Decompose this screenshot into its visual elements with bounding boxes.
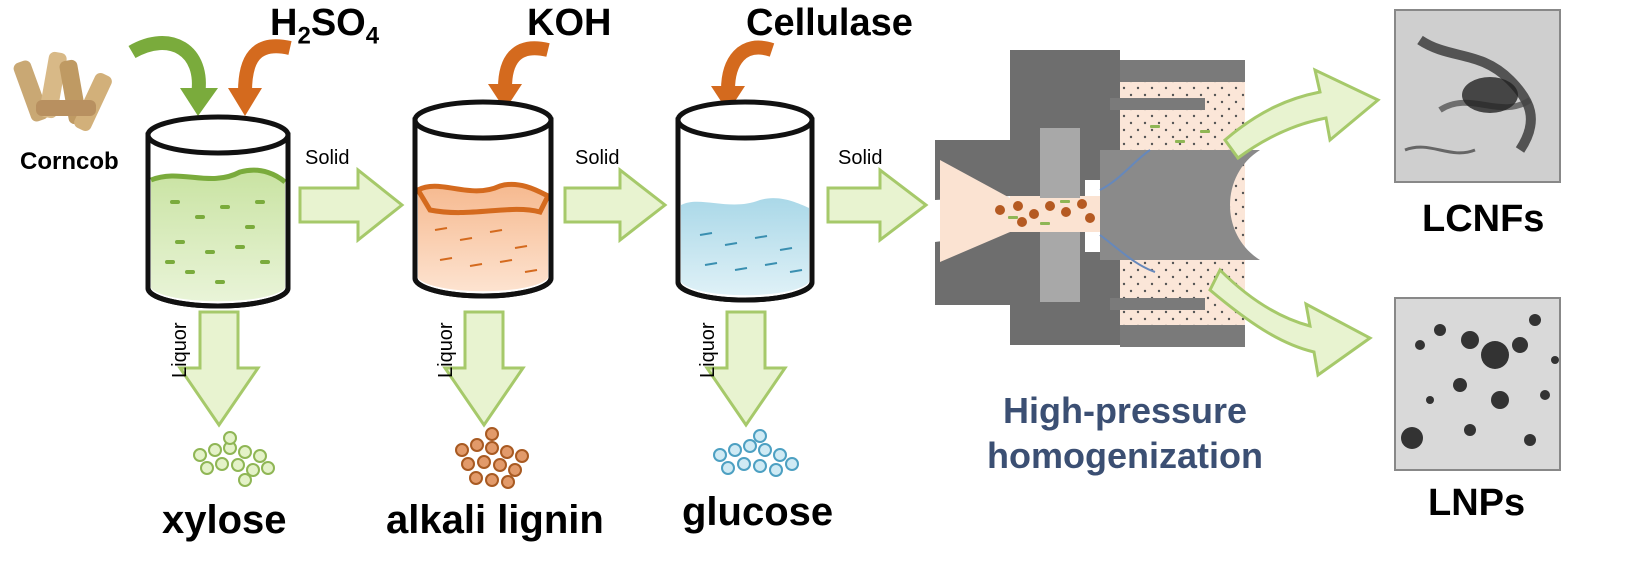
solid-label-1: Solid bbox=[305, 147, 350, 169]
koh-label: KOH bbox=[527, 2, 612, 44]
acid-mid: SO bbox=[310, 2, 366, 44]
acid-subscript-1: 2 bbox=[297, 22, 311, 50]
output-lcnfs-label: LCNFs bbox=[1422, 198, 1545, 240]
lnp-output-arrow bbox=[1208, 267, 1373, 378]
acid-orange-arrowhead bbox=[228, 88, 262, 116]
koh-orange-curved-arrow bbox=[498, 41, 550, 89]
liquor-label-1: Liquor bbox=[169, 322, 191, 378]
reactor-alkali bbox=[412, 99, 554, 299]
koh-orange-arrowhead bbox=[488, 84, 522, 110]
acid-subscript-2: 4 bbox=[365, 22, 380, 50]
cellulase-orange-curved-arrow bbox=[721, 40, 775, 91]
lnp-micrograph bbox=[1394, 297, 1561, 471]
liquor-label-3: Liquor bbox=[697, 322, 719, 378]
product-glucose: glucose bbox=[682, 490, 834, 534]
acid-main: H bbox=[270, 2, 298, 44]
lignin-beads bbox=[455, 427, 529, 489]
acid-green-curved-arrow bbox=[128, 36, 206, 97]
acid-green-arrowhead bbox=[180, 88, 218, 116]
output-lnps-label: LNPs bbox=[1428, 482, 1526, 524]
solid-label-2: Solid bbox=[575, 147, 620, 169]
solid-arrow-2 bbox=[563, 166, 668, 244]
reactor-acid bbox=[145, 114, 291, 309]
liquor-arrow-2 bbox=[442, 310, 526, 428]
corncob-image bbox=[13, 51, 112, 132]
solid-arrow-1 bbox=[298, 166, 405, 244]
corncob-label: Corncob bbox=[20, 148, 119, 175]
reactor-enzyme bbox=[675, 99, 815, 303]
cellulase-orange-arrowhead bbox=[711, 86, 745, 112]
solid-arrow-3 bbox=[826, 166, 929, 244]
liquor-arrow-3 bbox=[704, 310, 788, 428]
process-title-line2: homogenization bbox=[987, 435, 1263, 476]
acid-label: H2SO4 bbox=[270, 4, 379, 49]
glucose-beads bbox=[713, 429, 799, 477]
homogenizer-machine bbox=[935, 50, 1260, 347]
liquor-label-2: Liquor bbox=[435, 322, 457, 378]
xylose-beads bbox=[193, 431, 275, 487]
product-alkali-lignin: alkali lignin bbox=[386, 498, 604, 542]
cellulase-label: Cellulase bbox=[746, 2, 913, 44]
lcnf-micrograph bbox=[1394, 9, 1561, 183]
lcnf-output-arrow bbox=[1222, 67, 1381, 161]
process-title: High-pressure homogenization bbox=[960, 388, 1290, 478]
acid-orange-curved-arrow bbox=[238, 39, 292, 93]
liquor-arrow-1 bbox=[177, 310, 261, 428]
process-title-line1: High-pressure bbox=[1002, 390, 1248, 431]
product-xylose: xylose bbox=[162, 498, 287, 542]
solid-label-3: Solid bbox=[838, 147, 883, 169]
